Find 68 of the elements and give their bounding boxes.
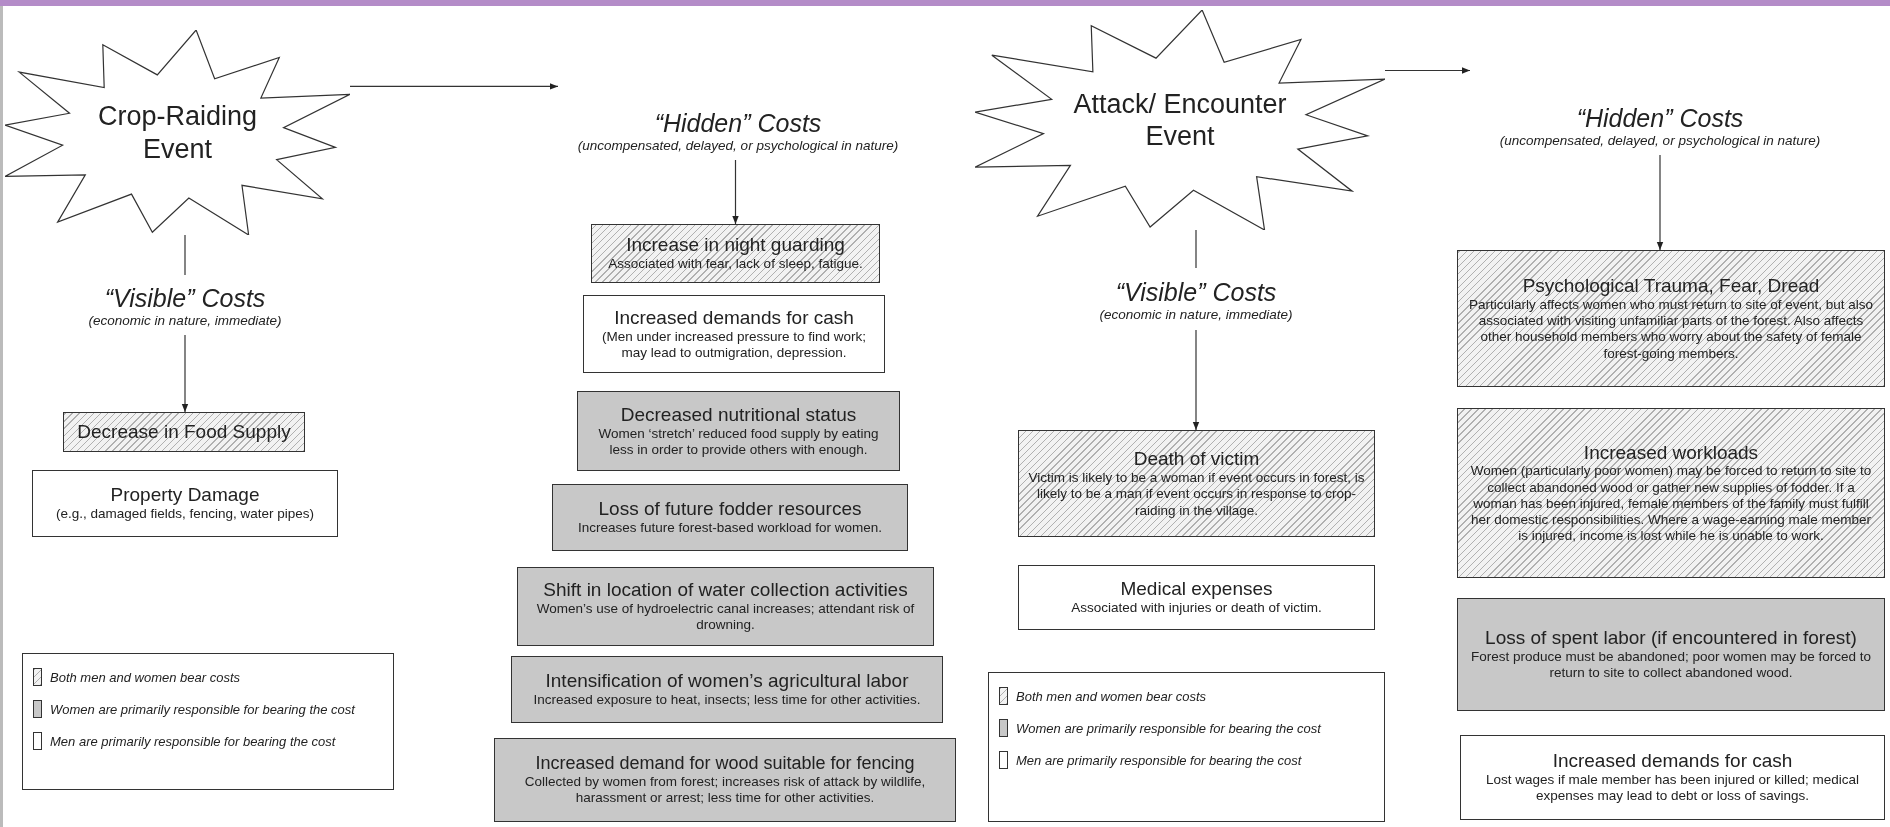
cost-category-heading: “Hidden” Costs [1576,102,1744,133]
box-description: Lost wages if male member has been injured or killed; medical expenses may lead to debt or loss of savings. [1485,772,1860,805]
cost-box [494,738,956,822]
cost-box [1460,735,1885,820]
cost-box [32,470,338,537]
cost-box [511,656,943,723]
cost-category-note: (economic in nature, immediate) [88,312,282,328]
legend-text: Both men and women bear costs [50,669,241,685]
legend-text: Women are primarily responsible for bearing the cost [1016,720,1321,736]
box-heading: Increased demands for cash [614,306,854,329]
cost-box [1457,598,1885,711]
box-description: (Men under increased pressure to find work; may lead to outmigration, depression. [600,328,868,362]
box-description: Particularly affects women who must return to site of event, but also associated with visiting unfamiliar parts of the forest. Also affects other household members who worry about the safety of female forest-going members. [1467,297,1875,362]
cost-box [591,224,880,283]
box-heading: Increased workloads [1583,441,1759,464]
arrow [349,83,559,90]
connector-line [1195,229,1197,269]
cost-category-note: (uncompensated, delayed, or psychological in nature) [577,137,899,153]
arrow [732,159,739,225]
cost-category-note: (economic in nature, immediate) [1099,306,1293,322]
cost-box [1457,250,1885,387]
box-heading: Decrease in Food Supply [77,421,291,443]
box-heading: Property Damage [110,484,260,507]
cost-box [552,484,908,551]
box-description: Forest produce must be abandoned; poor women may be forced to return to site to collect abandoned wood. [1470,649,1872,682]
box-description: Associated with fear, lack of sleep, fatigue. [608,256,863,273]
box-heading: Loss of spent labor (if encountered in forest) [1485,627,1857,650]
event-title: Attack/ Encounter Event [1072,87,1288,153]
event-title: Crop-Raiding Event [96,100,259,165]
box-description: Victim is likely to be a woman if event occurs in forest, is likely to be a man if event occurs in response to crop-raiding in the village. [1027,470,1366,519]
cost-category-heading: “Visible” Costs [1115,276,1277,307]
box-heading: Psychological Trauma, Fear, Dread [1522,275,1820,298]
cost-box [63,412,305,452]
arrow [181,334,189,413]
box-description: (e.g., damaged fields, fencing, water pipes) [55,506,315,523]
arrow [1384,67,1471,74]
box-heading: Death of victim [1133,448,1260,471]
box-heading: Increased demand for wood suitable for fencing [535,753,915,775]
arrow [1656,154,1664,251]
box-description: Women ‘stretch’ reduced food supply by eating less in order to provide others with enough. [597,425,880,459]
box-description: Collected by women from forest; increases risk of attack by wildlife, harassment or arrest; less time for other activities. [523,774,927,807]
box-description: Increased exposure to heat, insects; less time for other activities. [533,692,921,709]
legend-text: Women are primarily responsible for bearing the cost [50,701,355,717]
box-heading: Increased demands for cash [1552,750,1793,773]
cost-box [583,295,885,373]
legend-text: Both men and women bear costs [1016,688,1207,704]
cost-box [1018,430,1375,537]
connector-line [184,234,186,276]
cost-box [577,391,900,471]
cost-category-heading: “Hidden” Costs [654,107,822,138]
cost-category-heading: “Visible” Costs [104,282,266,313]
box-heading: Increase in night guarding [626,234,845,257]
cost-category-note: (uncompensated, delayed, or psychological in nature) [1499,132,1821,148]
box-heading: Decreased nutritional status [620,403,857,426]
box-heading: Loss of future fodder resources [598,498,862,521]
box-description: Women (particularly poor women) may be forced to return to site to collect abandoned wood or gather new supplies of fodder. If a woman has been injured, female members of the family must fulfill her domestic responsibilities. Where a wage-earning male member is injured, income is lost while he is unable to work. [1469,463,1873,545]
box-heading: Intensification of women’s agricultural labor [545,670,909,693]
cost-box [1457,408,1885,578]
arrow [1192,329,1200,431]
box-heading: Shift in location of water collection activities [543,579,908,602]
cost-box [1018,565,1375,630]
box-heading: Medical expenses [1120,578,1273,601]
legend-text: Men are primarily responsible for bearing the cost [1016,752,1302,768]
box-description: Women’s use of hydroelectric canal increases; attendant risk of drowning. [535,601,916,634]
legend-text: Men are primarily responsible for bearing the cost [50,733,336,749]
cost-box [517,567,934,646]
box-description: Associated with injuries or death of victim. [1071,600,1322,617]
box-description: Increases future forest-based workload for women. [578,520,882,537]
